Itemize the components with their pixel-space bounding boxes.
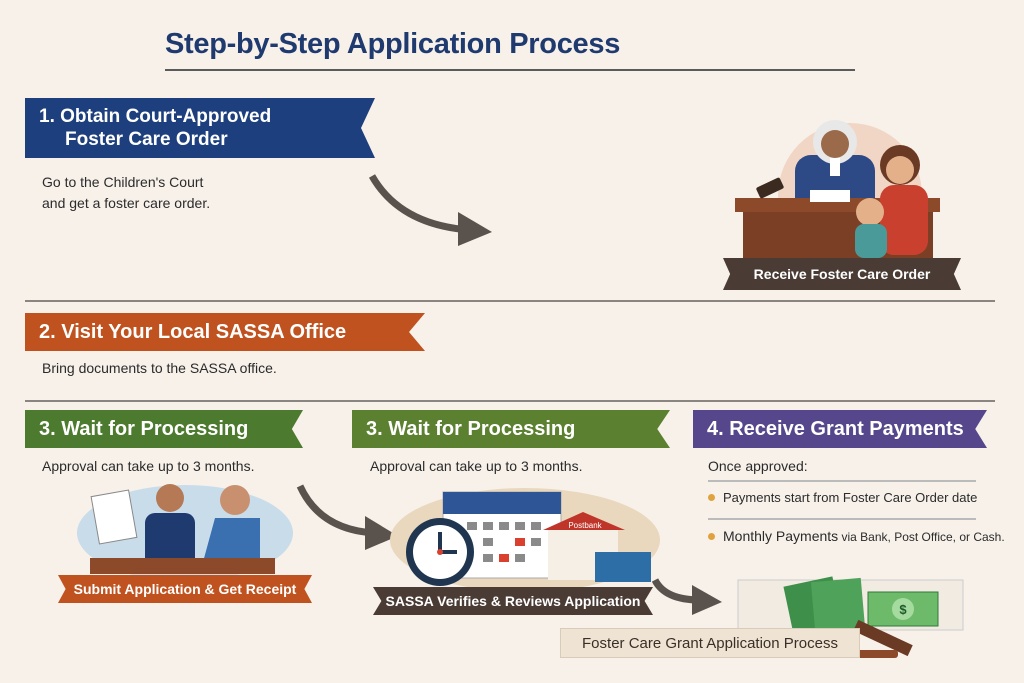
bullet-text: Monthly Payments via Bank, Post Office, … xyxy=(723,528,1005,544)
step-2-description: Bring documents to the SASSA office. xyxy=(42,360,277,376)
divider xyxy=(25,300,995,302)
step-3-description: Approval can take up to 3 months. xyxy=(42,458,255,474)
bullet-bold: Monthly Payments xyxy=(723,528,839,544)
step-1-description-line1: Go to the Children's Court xyxy=(42,174,204,190)
footer-caption: Foster Care Grant Application Process xyxy=(560,628,860,658)
step-1-description-line2: and get a foster care order. xyxy=(42,195,211,211)
step-1-description: Go to the Children's Court and get a fos… xyxy=(42,172,210,214)
divider xyxy=(708,518,976,520)
step-4-banner: 4. Receive Grant Payments xyxy=(693,410,987,448)
calendar-clock-illustration: Postbank xyxy=(390,488,660,592)
step-2-banner: 2. Visit Your Local SASSA Office xyxy=(25,313,425,351)
step-1-banner: 1. Obtain Court-Approved Foster Care Ord… xyxy=(25,98,375,158)
step-4-bullet: Monthly Payments via Bank, Post Office, … xyxy=(708,528,1005,544)
money-illustration: $ xyxy=(737,576,964,658)
step-3b-caption: SASSA Verifies & Reviews Application xyxy=(373,587,653,615)
step-3b-description: Approval can take up to 3 months. xyxy=(370,458,583,474)
step-1-label-line1: 1. Obtain Court-Approved xyxy=(39,106,272,127)
step-3-caption: Submit Application & Get Receipt xyxy=(58,575,312,603)
title-underline xyxy=(165,69,855,71)
bullet-rest: via Bank, Post Office, or Cash. xyxy=(838,530,1005,544)
handshake-illustration xyxy=(77,484,293,581)
page-title: Step-by-Step Application Process xyxy=(165,28,621,60)
divider xyxy=(708,480,976,482)
bullet-text: Payments start from Foster Care Order da… xyxy=(723,490,978,505)
bullet-icon xyxy=(708,532,715,540)
court-illustration xyxy=(735,120,940,267)
divider xyxy=(25,400,995,402)
step-4-intro: Once approved: xyxy=(708,458,808,474)
step-3-banner: 3. Wait for Processing xyxy=(25,410,303,448)
step-1-caption: Receive Foster Care Order xyxy=(723,258,961,290)
bullet-icon xyxy=(708,494,715,501)
step-4-bullet: Payments start from Foster Care Order da… xyxy=(708,490,977,505)
step-1-label-line2: Foster Care Order xyxy=(65,129,228,150)
step-3b-banner: 3. Wait for Processing xyxy=(352,410,670,448)
dollar-icon: $ xyxy=(899,602,907,617)
postbank-sign: Postbank xyxy=(568,521,602,530)
